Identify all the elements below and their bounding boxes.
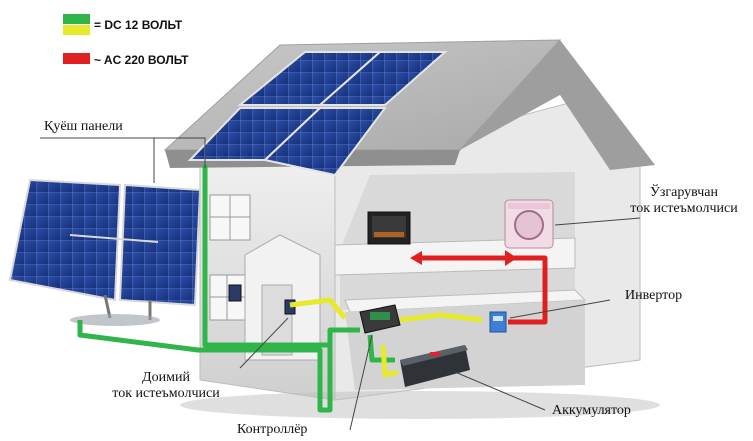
legend-ac-red-swatch <box>63 53 90 64</box>
washing-machine-icon <box>504 199 554 249</box>
label-ac-consumer-line1: Ўзгарувчан <box>649 185 719 200</box>
label-dc-consumer-line2: ток истеъмолчиси <box>112 386 220 401</box>
legend-ac-text: ~ AC 220 ВОЛЬТ <box>94 53 189 67</box>
inverter-icon <box>489 311 507 333</box>
lamp-icon <box>228 284 296 315</box>
legend-dc-green-swatch <box>63 14 90 24</box>
label-ac-consumer-line2: ток истеъмолчиси <box>630 201 738 216</box>
legend-swatches <box>63 14 90 64</box>
dc-wiring-green <box>77 165 395 413</box>
battery-icon <box>400 345 470 387</box>
tv-icon <box>367 211 411 245</box>
label-solar-panel: Қуёш панели <box>44 119 123 134</box>
label-inverter: Инвертор <box>625 288 683 303</box>
label-dc-consumer: Доимий ток истеъмолчиси <box>96 370 236 402</box>
label-ac-consumer: Ўзгарувчан ток истеъмолчиси <box>624 185 744 217</box>
leader-lines <box>40 137 641 431</box>
controller-icon <box>359 304 401 334</box>
ground-solar-array <box>8 178 202 326</box>
roof-solar-panel <box>187 51 448 177</box>
legend-dc-yellow-swatch <box>63 25 90 35</box>
ac-arrows <box>410 250 517 266</box>
dc-wiring-yellow <box>289 297 483 378</box>
label-controller: Контроллёр <box>237 422 308 437</box>
label-dc-consumer-line1: Доимий <box>142 370 190 385</box>
ac-wiring-red <box>418 255 548 325</box>
label-battery: Аккумулятор <box>552 403 631 418</box>
legend-dc-text: = DC 12 ВОЛЬТ <box>94 18 183 32</box>
